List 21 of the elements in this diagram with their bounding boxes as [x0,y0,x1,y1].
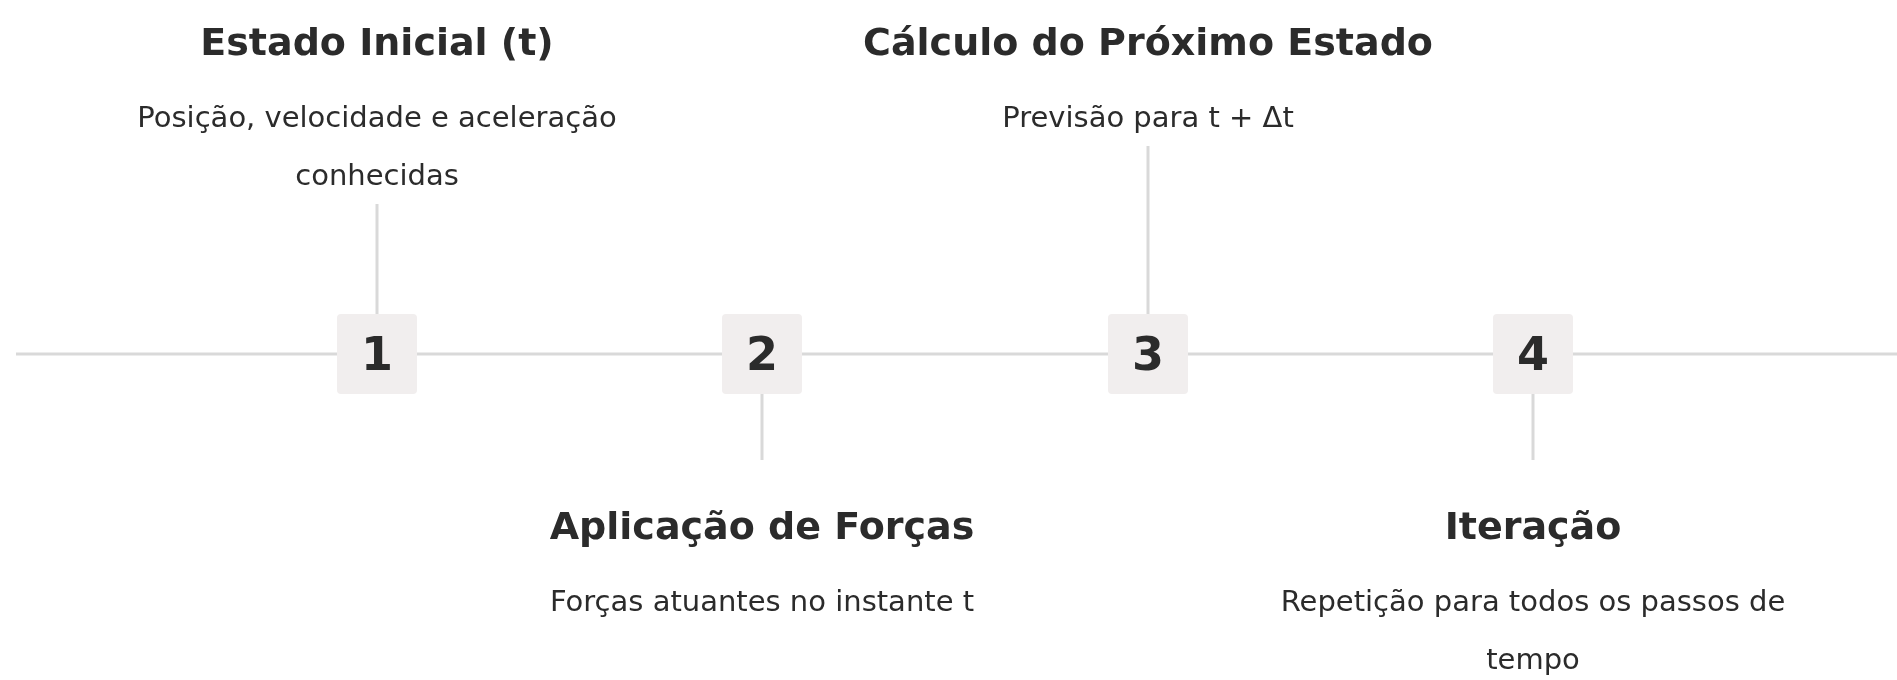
connector-line [1531,394,1535,460]
step-description: Repetição para todos os passos de tempo [1279,583,1787,678]
connector-line [375,204,379,314]
step-number: 1 [337,314,417,394]
step-number: 3 [1108,314,1188,394]
step-number: 4 [1493,314,1573,394]
step-title: Cálculo do Próximo Estado [863,19,1433,66]
step-number: 2 [722,314,802,394]
timeline-line [417,352,722,356]
step-description: Posição, velocidade e aceleração conhecidas [136,99,618,194]
timeline-line [1188,352,1493,356]
step-title: Estado Inicial (t) [200,19,554,66]
step-title: Iteração [1444,503,1622,550]
timeline-line [802,352,1108,356]
connector-line [760,394,764,460]
step-title: Aplicação de Forças [549,503,975,550]
step-description: Previsão para t + Δt [1002,99,1294,136]
step-description: Forças atuantes no instante t [549,583,975,620]
timeline-line [16,352,337,356]
connector-line [1146,146,1150,314]
timeline-line [1573,352,1897,356]
